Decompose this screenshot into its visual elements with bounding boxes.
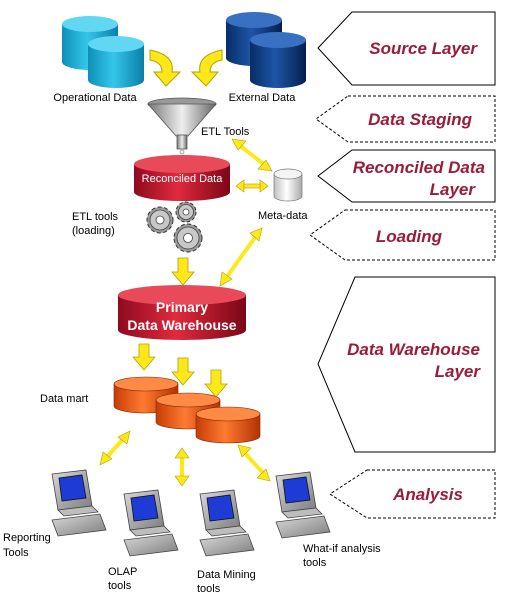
- meta-data-db-icon: [273, 168, 303, 202]
- external-data-label: External Data: [229, 92, 297, 104]
- layer-warehouse-label-1: Data Warehouse: [347, 340, 480, 359]
- mart-to-reporting-arrow: [99, 430, 131, 466]
- warehouse-to-mart-arrow-3: [204, 369, 228, 398]
- layer-analysis: Analysis: [329, 469, 496, 519]
- mart-to-olap-arrow: [174, 447, 190, 487]
- whatif-tools-label-1: What-if analysis: [303, 543, 381, 555]
- layer-analysis-label: Analysis: [392, 485, 463, 504]
- layer-reconciled: Reconciled Data Layer: [317, 149, 496, 203]
- gears-icon: [146, 201, 203, 253]
- layer-loading: Loading: [309, 209, 496, 261]
- data-mining-computer-icon: [199, 489, 255, 557]
- operational-data-db-icon: [62, 16, 144, 88]
- layer-reconciled-label-2: Layer: [430, 180, 477, 199]
- etl-loading-label-2: (loading): [72, 225, 115, 237]
- layer-warehouse-label-2: Layer: [435, 362, 482, 381]
- olap-tools-label-2: tools: [108, 580, 132, 592]
- reconciled-meta-double-arrow: [235, 179, 269, 193]
- reporting-computer-icon: [51, 469, 107, 537]
- layer-staging-label: Data Staging: [368, 110, 473, 129]
- meta-data-label: Meta-data: [258, 210, 308, 222]
- primary-warehouse-label-2: Data Warehouse: [127, 317, 236, 333]
- operational-data-label: Operational Data: [53, 92, 137, 104]
- source-to-staging-arrow-right: [190, 49, 223, 87]
- whatif-computer-icon: [275, 471, 331, 539]
- reconciled-data-db-icon: [134, 155, 230, 201]
- reporting-tools-label-1: Reporting: [3, 532, 51, 544]
- data-mart-label: Data mart: [40, 393, 88, 405]
- layer-loading-label: Loading: [376, 227, 443, 246]
- olap-tools-label-1: OLAP: [108, 566, 137, 578]
- source-to-staging-arrow-left: [149, 49, 182, 87]
- data-mining-tools-label-2: tools: [197, 583, 221, 595]
- olap-computer-icon: [123, 489, 179, 557]
- reconciled-data-label: Reconciled Data: [142, 173, 224, 185]
- layer-source: Source Layer: [317, 11, 496, 86]
- primary-warehouse-label-1: Primary: [156, 299, 208, 315]
- data-mining-tools-label-1: Data Mining: [197, 569, 256, 581]
- primary-warehouse-db-icon: [118, 285, 246, 340]
- external-data-db-icon: [226, 12, 306, 88]
- etl-loading-label-1: ETL tools: [72, 211, 119, 223]
- layer-warehouse: Data Warehouse Layer: [317, 276, 496, 453]
- loading-down-arrow: [171, 257, 195, 286]
- etl-tools-label: ETL Tools: [201, 126, 250, 138]
- reporting-tools-label-2: Tools: [3, 547, 29, 559]
- data-mart-db-icon-3: [195, 406, 261, 444]
- layer-reconciled-label-1: Reconciled Data: [353, 158, 485, 177]
- layer-staging: Data Staging: [315, 95, 496, 143]
- etl-meta-double-arrow: [231, 138, 273, 172]
- warehouse-to-mart-arrow-1: [132, 343, 156, 371]
- layer-source-label: Source Layer: [369, 39, 478, 58]
- warehouse-to-mart-arrow-2: [171, 357, 195, 386]
- whatif-tools-label-2: tools: [303, 557, 327, 569]
- meta-warehouse-double-arrow: [219, 227, 263, 287]
- mart-to-whatif-arrow: [237, 444, 271, 482]
